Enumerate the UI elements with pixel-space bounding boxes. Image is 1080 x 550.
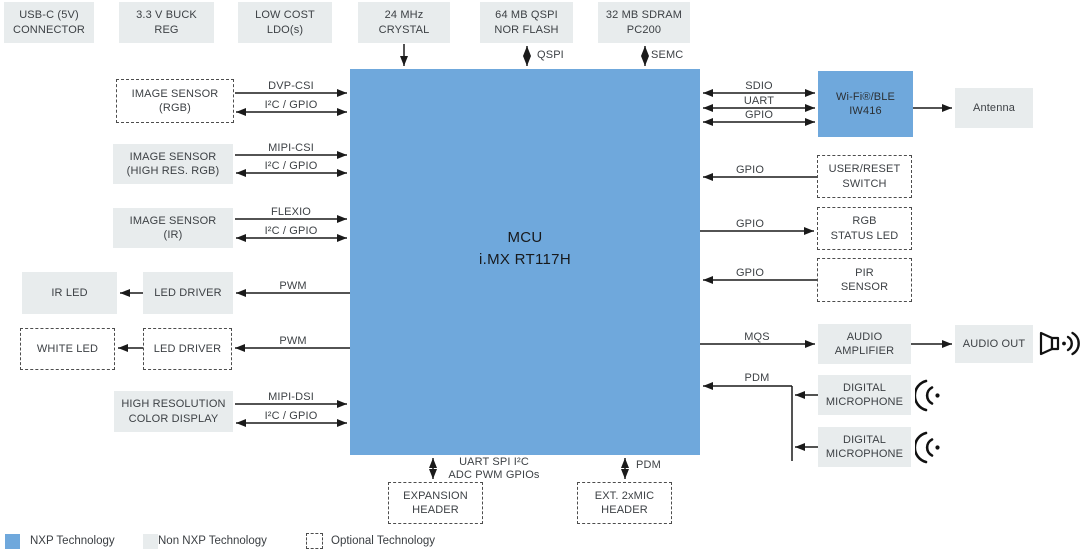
image-sensor-rgb-box: IMAGE SENSOR (RGB)	[116, 79, 234, 123]
legend-non-nxp-swatch	[143, 534, 158, 549]
legend-optional-swatch	[306, 533, 323, 549]
buck-reg-box: 3.3 V BUCK REG	[119, 2, 214, 43]
gpio-rgb-led-label: GPIO	[735, 218, 765, 230]
color-display-box: HIGH RESOLUTION COLOR DISPLAY	[114, 391, 233, 432]
wifi-ble-box: Wi-Fi®/BLE IW416	[818, 71, 913, 137]
gpio-pir-label: GPIO	[735, 267, 765, 279]
sound-waves-icon	[915, 379, 940, 412]
mqs-label: MQS	[744, 331, 770, 343]
legend-non-nxp-label: Non NXP Technology	[158, 535, 267, 547]
mipi-dsi-label: MIPI-DSI	[268, 391, 314, 403]
flexio-label: FLEXIO	[270, 206, 312, 218]
dvp-csi-label: DVP-CSI	[268, 80, 314, 92]
ext-2xmic-header-box: EXT. 2xMIC HEADER	[577, 482, 672, 524]
digital-microphone-1-box: DIGITAL MICROPHONE	[818, 375, 911, 415]
expansion-header-box: EXPANSION HEADER	[388, 482, 483, 524]
pir-sensor-box: PIR SENSOR	[817, 258, 912, 302]
pwm-2-label: PWM	[279, 335, 307, 347]
expansion-signals-label-2: ADC PWM GPIOs	[448, 469, 540, 481]
i2c-gpio-2-label: I²C / GPIO	[264, 160, 318, 172]
antenna-box: Antenna	[955, 88, 1033, 128]
led-driver-1-box: LED DRIVER	[143, 272, 233, 314]
rgb-status-led-box: RGB STATUS LED	[817, 207, 912, 250]
pdm-mics-label: PDM	[744, 372, 770, 384]
sound-waves-icon	[915, 431, 940, 464]
sdio-label: SDIO	[745, 80, 773, 92]
user-reset-switch-box: USER/RESET SWITCH	[817, 155, 912, 198]
image-sensor-ir-box: IMAGE SENSOR (IR)	[113, 208, 233, 248]
mipi-csi-label: MIPI-CSI	[268, 142, 314, 154]
audio-amplifier-box: AUDIO AMPLIFIER	[818, 324, 911, 364]
speaker-sound-icon	[1039, 331, 1080, 356]
i2c-gpio-3-label: I²C / GPIO	[264, 225, 318, 237]
legend-nxp-label: NXP Technology	[30, 535, 115, 547]
ldo-box: LOW COST LDO(s)	[238, 2, 332, 43]
expansion-signals-label-1: UART SPI I²C	[459, 456, 529, 468]
legend-nxp-swatch	[5, 534, 20, 549]
uart-label: UART	[743, 95, 775, 107]
digital-microphone-2-box: DIGITAL MICROPHONE	[818, 427, 911, 467]
i2c-gpio-4-label: I²C / GPIO	[264, 410, 318, 422]
sdram-box: 32 MB SDRAM PC200	[598, 2, 690, 43]
ir-led-box: IR LED	[22, 272, 117, 314]
semc-label: SEMC	[651, 49, 684, 61]
crystal-box: 24 MHz CRYSTAL	[358, 2, 450, 43]
mcu-box: MCU i.MX RT117H	[350, 69, 700, 455]
qspi-label: QSPI	[537, 49, 564, 61]
gpio-wifi-label: GPIO	[744, 109, 774, 121]
image-sensor-hires-box: IMAGE SENSOR (HIGH RES. RGB)	[113, 144, 233, 184]
legend-optional-label: Optional Technology	[331, 535, 435, 547]
gpio-switch-label: GPIO	[735, 164, 765, 176]
pwm-1-label: PWM	[279, 280, 307, 292]
nor-flash-box: 64 MB QSPI NOR FLASH	[480, 2, 573, 43]
i2c-gpio-1-label: I²C / GPIO	[264, 99, 318, 111]
pdm-header-label: PDM	[636, 459, 661, 471]
white-led-box: WHITE LED	[20, 328, 115, 370]
audio-out-box: AUDIO OUT	[955, 325, 1033, 363]
led-driver-2-box: LED DRIVER	[143, 328, 232, 370]
usb-c-connector-box: USB-C (5V) CONNECTOR	[4, 2, 94, 43]
